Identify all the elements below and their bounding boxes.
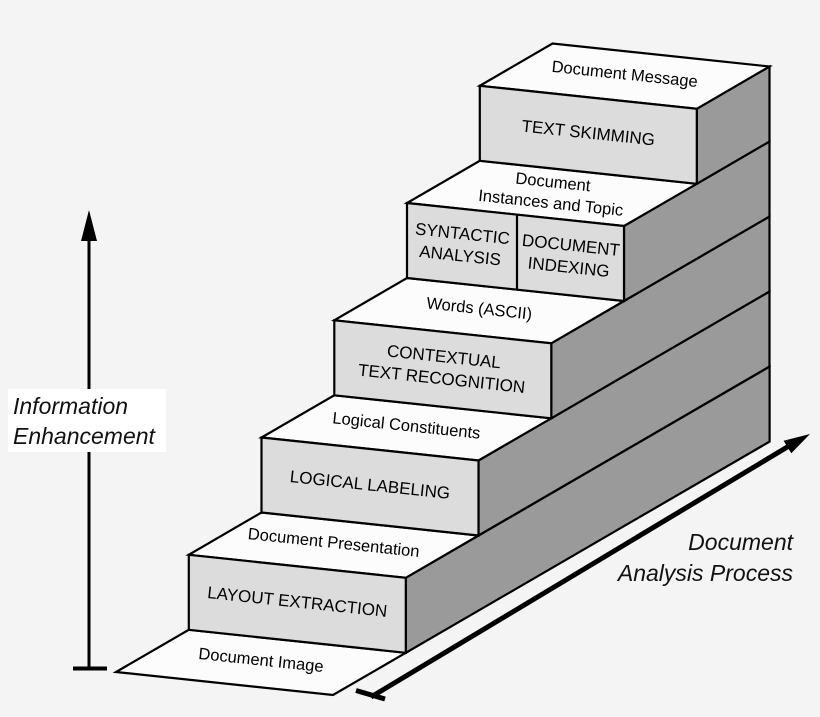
diagonal-axis-line	[369, 443, 791, 700]
risers	[187, 84, 698, 655]
document-analysis-label-line2: Analysis Process	[616, 560, 794, 586]
axis-label-box	[8, 389, 166, 452]
right-arrow-icon	[783, 434, 810, 454]
riser-text-skimming	[478, 84, 698, 186]
up-arrow-icon	[81, 210, 97, 241]
information-enhancement-label-line1: Information	[13, 393, 128, 419]
riser-syntactic-document-indexing	[405, 201, 626, 303]
riser-contextual-text-recognition	[333, 319, 553, 420]
diagonal-axis-base-tick	[355, 688, 386, 702]
information-enhancement-axis: Information Enhancement	[8, 210, 166, 671]
riser-layout-extraction	[187, 553, 407, 655]
side-wall	[404, 64, 771, 655]
information-enhancement-label-line2: Enhancement	[13, 423, 157, 449]
document-analysis-label-line1: Document	[688, 529, 794, 555]
document-analysis-axis: Document Analysis Process	[355, 434, 810, 702]
riser-logical-labeling	[260, 436, 480, 537]
